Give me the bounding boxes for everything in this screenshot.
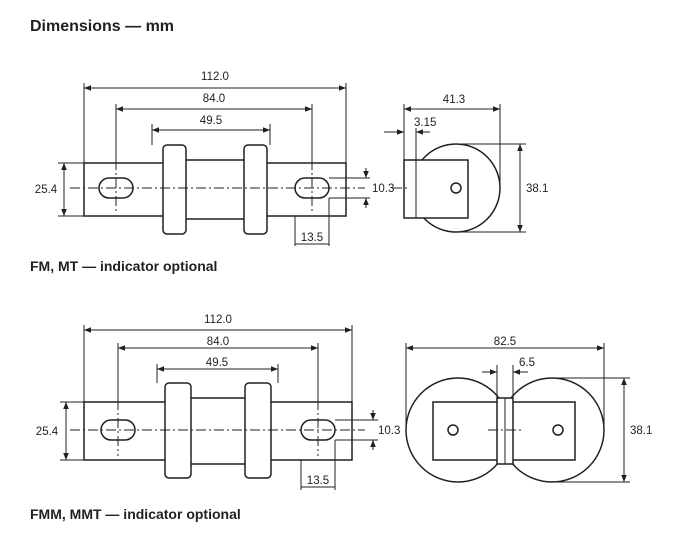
dim-slot-width: 10.3 bbox=[378, 425, 400, 437]
fm-mt-front-view: 112.0 84.0 49.5 25.4 10.3 13.5 bbox=[35, 71, 394, 246]
dim-body-length: 49.5 bbox=[200, 115, 222, 127]
right-tag bbox=[261, 401, 353, 461]
dim-body-length: 49.5 bbox=[206, 357, 228, 369]
fmm-mmt-front-view: 112.0 84.0 49.5 25.4 10.3 13.5 bbox=[36, 314, 400, 490]
caption-fmm-mmt: FMM, MMT — indicator optional bbox=[30, 506, 241, 522]
dim-diameter: 38.1 bbox=[630, 425, 652, 437]
left-end-cap bbox=[162, 144, 187, 235]
dim-diameter: 38.1 bbox=[526, 183, 548, 195]
right-tag bbox=[265, 162, 347, 217]
dim-tag-edge: 13.5 bbox=[307, 475, 329, 487]
right-end-cap bbox=[243, 144, 268, 235]
dim-height: 25.4 bbox=[35, 184, 58, 196]
dim-tag-thickness: 3.15 bbox=[414, 117, 436, 129]
dim-height: 25.4 bbox=[36, 426, 59, 438]
dim-overall-length: 112.0 bbox=[201, 71, 229, 83]
fmm-mmt-side-view: 82.5 6.5 38.1 bbox=[405, 336, 652, 483]
fuse-body bbox=[179, 159, 251, 220]
left-tag bbox=[83, 401, 175, 461]
dim-tag-edge: 13.5 bbox=[301, 232, 323, 244]
page-title: Dimensions — mm bbox=[30, 18, 175, 35]
dim-depth: 41.3 bbox=[443, 94, 465, 106]
dim-tag-span: 84.0 bbox=[207, 336, 229, 348]
dim-tag-thickness: 6.5 bbox=[519, 357, 535, 369]
dim-tag-span: 84.0 bbox=[203, 93, 225, 105]
dim-slot-width: 10.3 bbox=[372, 183, 394, 195]
fm-mt-side-view: 41.3 3.15 38.1 bbox=[384, 94, 548, 233]
dim-overall-length: 112.0 bbox=[204, 314, 232, 326]
dim-depth: 82.5 bbox=[494, 336, 516, 348]
caption-fm-mt: FM, MT — indicator optional bbox=[30, 258, 218, 274]
fuse-body bbox=[185, 397, 251, 465]
